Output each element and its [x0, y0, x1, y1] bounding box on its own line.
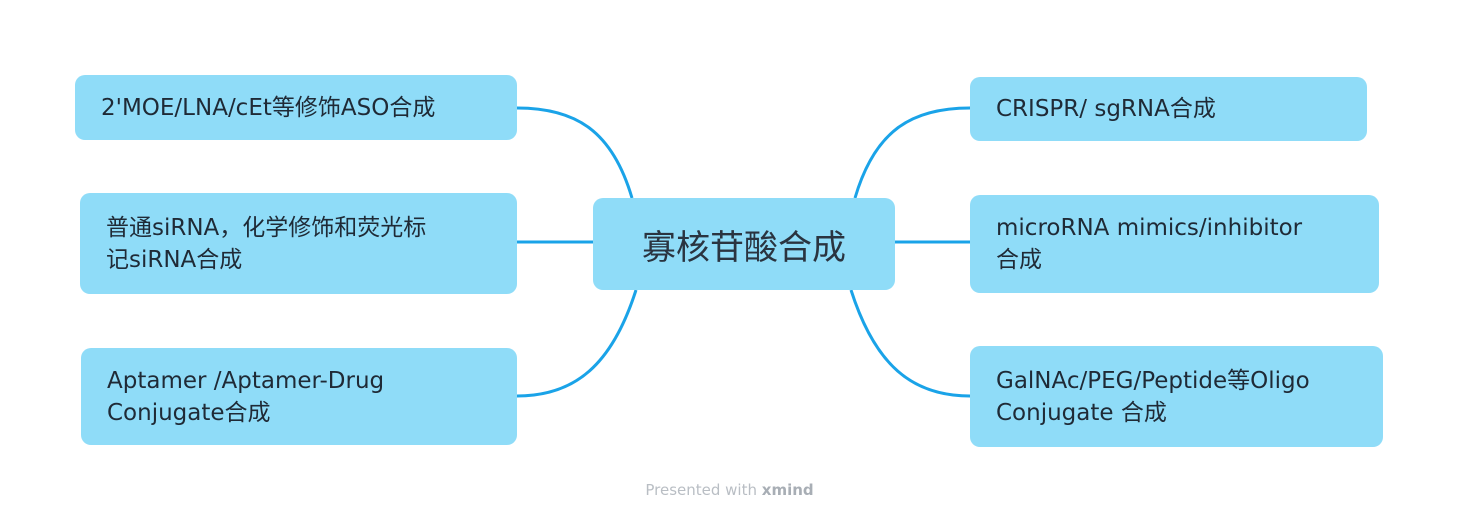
topic-label: GalNAc/PEG/Peptide等Oligo Conjugate 合成 — [996, 367, 1310, 426]
connector-left-bottom — [516, 289, 638, 398]
topic-label: 2'MOE/LNA/cEt等修饰ASO合成 — [101, 94, 436, 121]
connector-right-top — [853, 106, 971, 199]
topic-label: 普通siRNA，化学修饰和荧光标 记siRNA合成 — [106, 214, 427, 273]
central-topic[interactable]: 寡核苷酸合成 — [593, 198, 895, 290]
footer-prefix: Presented with — [645, 481, 757, 499]
connector-left-top — [516, 106, 634, 199]
topic-oligo-conjugate-synthesis[interactable]: GalNAc/PEG/Peptide等Oligo Conjugate 合成 — [970, 346, 1383, 447]
topic-microrna-synthesis[interactable]: microRNA mimics/inhibitor 合成 — [970, 195, 1379, 293]
central-topic-label: 寡核苷酸合成 — [642, 227, 846, 268]
topic-label: microRNA mimics/inhibitor 合成 — [996, 215, 1303, 273]
topic-label: Aptamer /Aptamer-Drug Conjugate合成 — [107, 367, 385, 426]
xmind-logo: xmind — [761, 481, 814, 499]
topic-aptamer-synthesis[interactable]: Aptamer /Aptamer-Drug Conjugate合成 — [81, 348, 517, 445]
topic-label: CRISPR/ sgRNA合成 — [996, 96, 1216, 122]
connector-right-bottom — [849, 289, 971, 398]
topic-crispr-sgrna-synthesis[interactable]: CRISPR/ sgRNA合成 — [970, 77, 1367, 141]
topic-aso-synthesis[interactable]: 2'MOE/LNA/cEt等修饰ASO合成 — [75, 75, 517, 140]
topic-sirna-synthesis[interactable]: 普通siRNA，化学修饰和荧光标 记siRNA合成 — [80, 193, 517, 294]
footer-attribution: Presented with xmind — [0, 481, 1459, 499]
